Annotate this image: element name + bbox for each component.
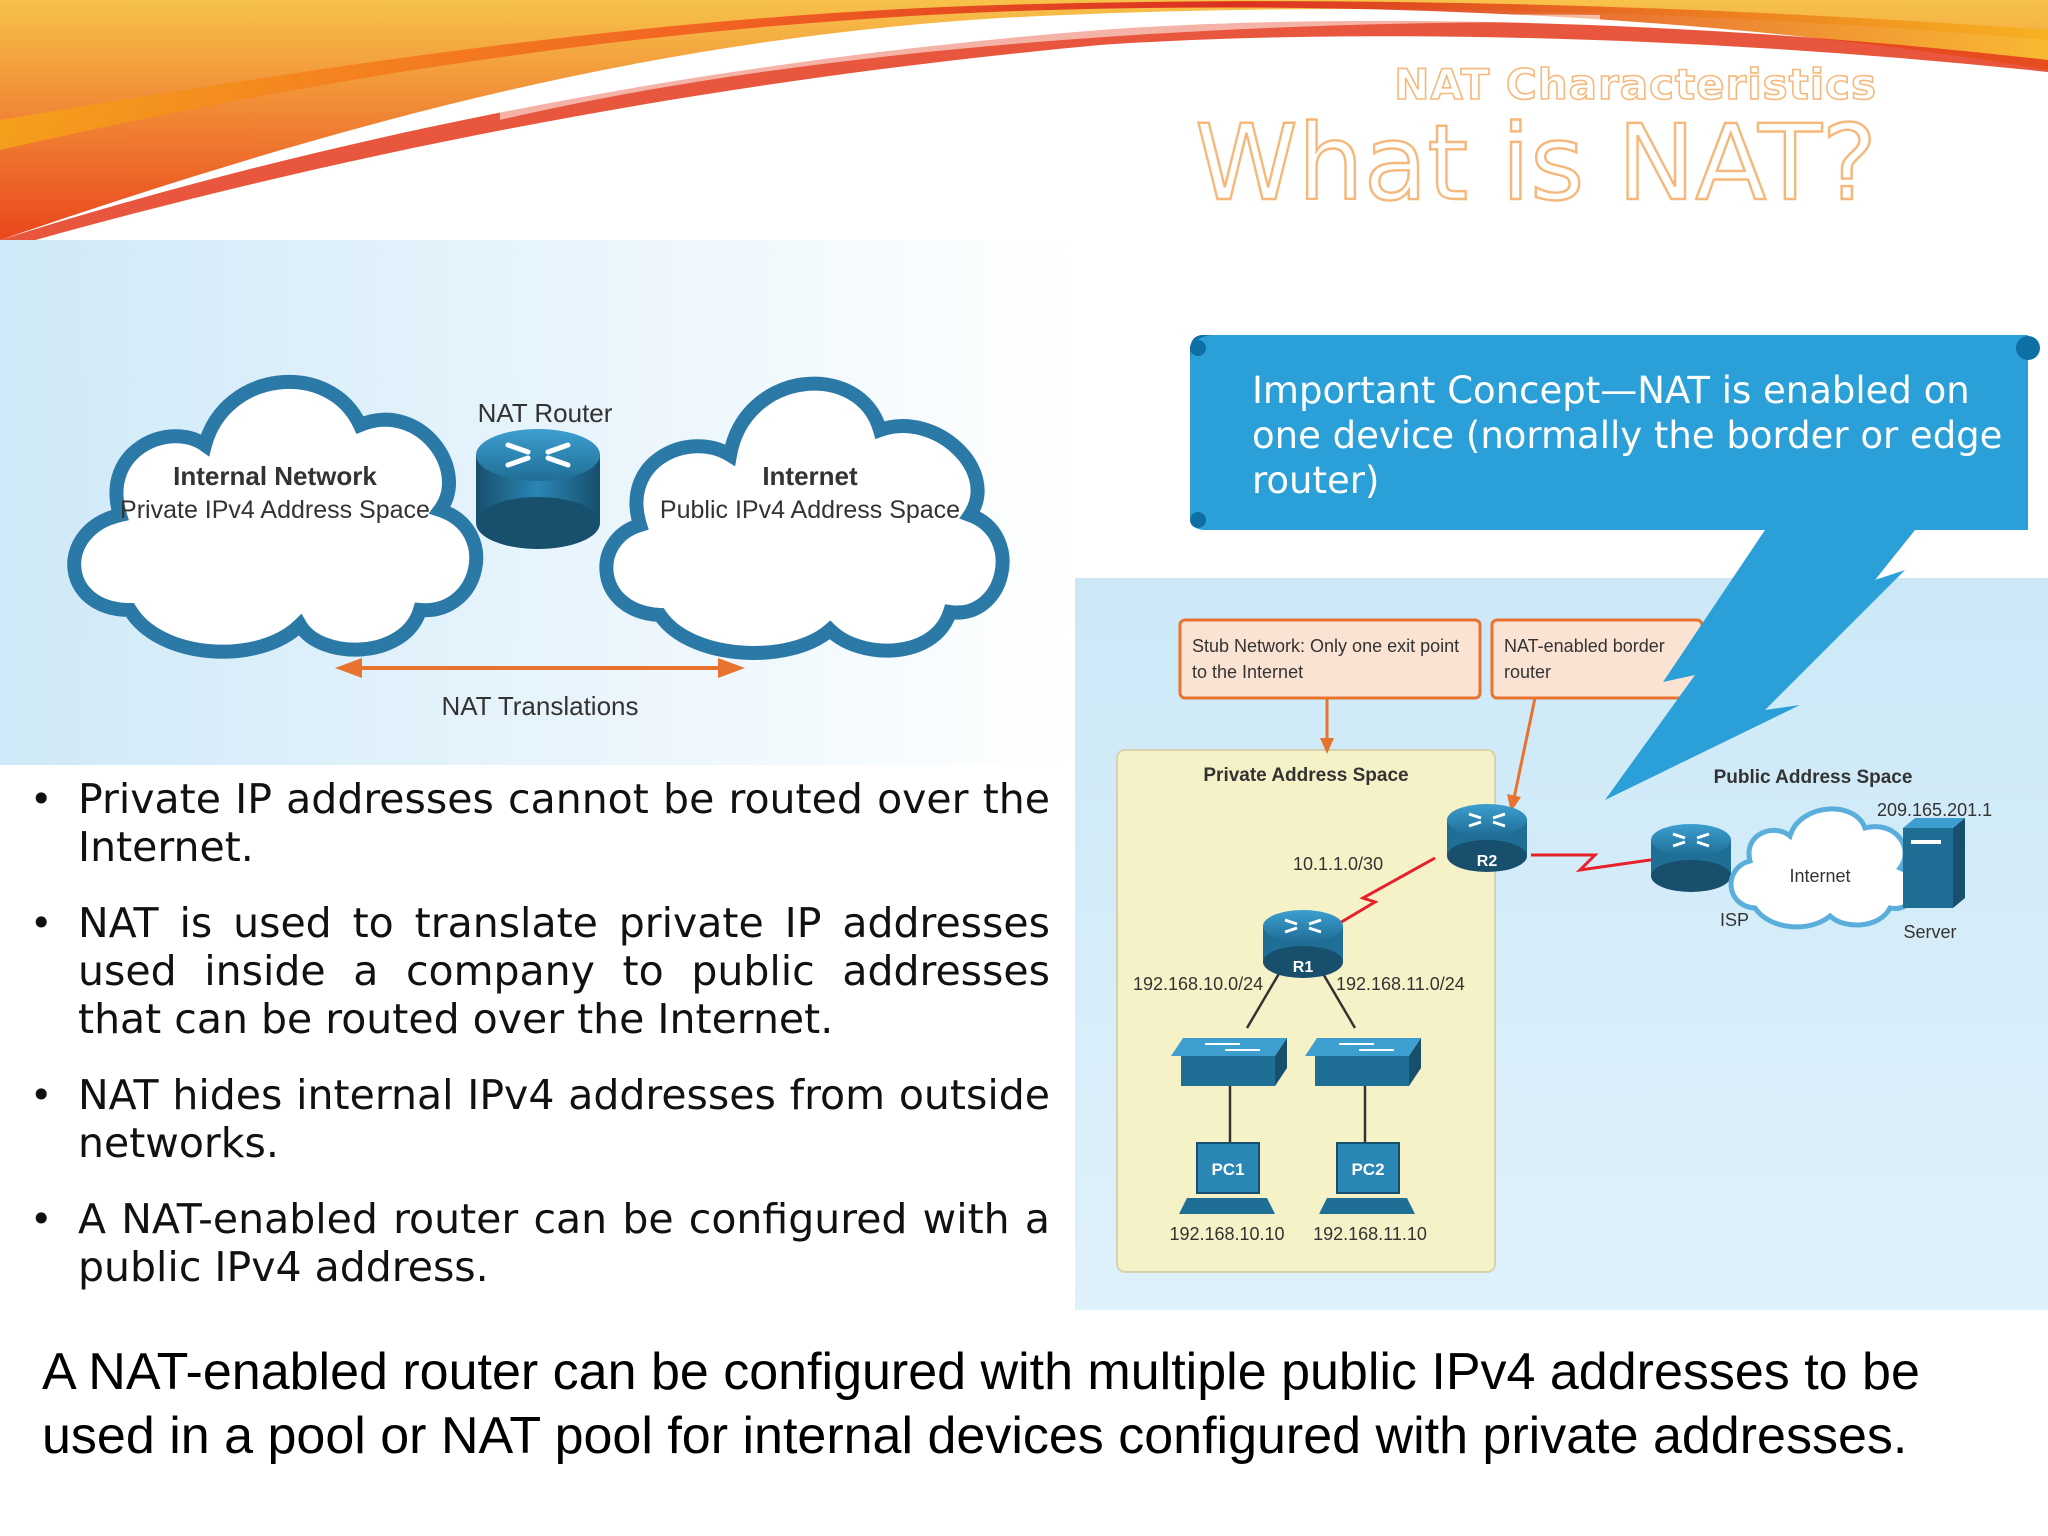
bullet-item: Private IP addresses cannot be routed ov… [30, 775, 1050, 871]
nat-router-icon [476, 429, 600, 549]
server-icon [1903, 818, 1965, 908]
pc2-label: PC2 [1351, 1160, 1384, 1179]
isp-router-icon [1651, 824, 1731, 892]
private-address-space-label: Private Address Space [1203, 765, 1408, 786]
bullet-list: Private IP addresses cannot be routed ov… [30, 775, 1050, 1319]
header-swoosh [0, 0, 2048, 250]
public-address-space-label: Public Address Space [1714, 767, 1913, 788]
isp-label: ISP [1720, 910, 1749, 930]
switch-1-icon [1171, 1038, 1287, 1086]
pc2-ip-label: 192.168.11.10 [1313, 1224, 1427, 1244]
pc1-icon [1179, 1142, 1275, 1214]
internet-subtitle: Public IPv4 Address Space [660, 496, 960, 524]
lan1-label: 192.168.10.0/24 [1133, 974, 1263, 994]
nat-translations-arrow [335, 658, 745, 678]
stub-network-note-line2: to the Internet [1192, 662, 1303, 682]
internet-cloud [599, 376, 1010, 660]
stub-network-note [1178, 618, 1482, 700]
border-router-note-line1: NAT-enabled border [1504, 636, 1665, 656]
internet-cloud-small [1728, 806, 1918, 930]
bottom-statement: A NAT-enabled router can be configured w… [42, 1343, 1920, 1465]
important-concept-callout [1190, 335, 2040, 800]
bullet-item: NAT hides internal IPv4 addresses from o… [30, 1071, 1050, 1167]
router-r1-icon [1263, 910, 1343, 978]
nat-translations-label: NAT Translations [441, 691, 638, 721]
internet-small-label: Internet [1789, 866, 1850, 886]
internet-title: Internet [762, 461, 858, 491]
bullet-item: A NAT-enabled router can be configured w… [30, 1195, 1050, 1291]
pc1-ip-label: 192.168.10.10 [1169, 1224, 1284, 1244]
internal-network-subtitle: Private IPv4 Address Space [120, 496, 430, 524]
note-arrows [1320, 697, 1537, 812]
lan2-label: 192.168.11.0/24 [1336, 974, 1465, 994]
internal-network-cloud [67, 374, 484, 659]
nat-router-label: NAT Router [478, 398, 613, 428]
router-r2-icon [1447, 804, 1527, 872]
bullet-item: NAT is used to translate private IP addr… [30, 899, 1050, 1043]
nat-topology-diagram: Private Address Space Stub Network: Only… [1075, 578, 2048, 1310]
border-router-note-line2: router [1504, 662, 1551, 682]
stub-network-note-line1: Stub Network: Only one exit point [1192, 636, 1459, 656]
server-ip-label: 209.165.201.1 [1877, 800, 1992, 820]
serial-network-label: 10.1.1.0/30 [1293, 854, 1383, 874]
switch-2-icon [1305, 1038, 1421, 1086]
nat-overview-diagram: Internal Network Private IPv4 Address Sp… [0, 240, 1075, 765]
router-r2-label: R2 [1477, 853, 1498, 870]
slide-title: What is NAT? [1194, 102, 1878, 224]
pc2-icon [1319, 1142, 1415, 1214]
pc1-label: PC1 [1211, 1160, 1244, 1179]
private-address-space-box [1116, 749, 1496, 1273]
server-label: Server [1903, 922, 1956, 942]
callout-text: Important Concept—NAT is enabled on one … [1252, 369, 2003, 502]
internal-network-title: Internal Network [173, 461, 377, 491]
slide-subtitle: NAT Characteristics [1393, 59, 1877, 110]
router-r1-label: R1 [1293, 959, 1314, 976]
